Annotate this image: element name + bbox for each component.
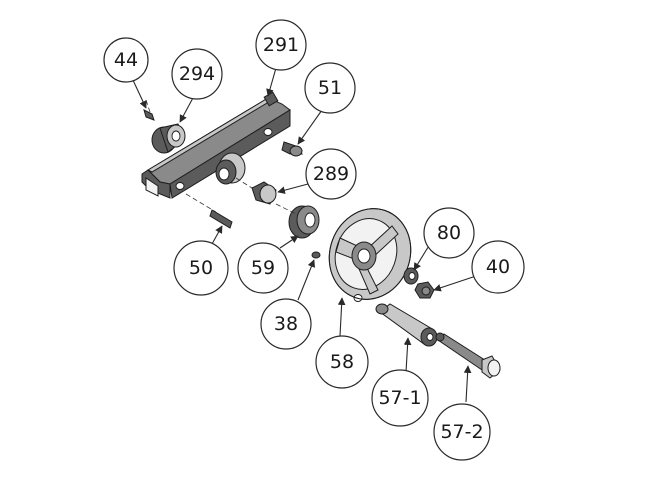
callout-label: 80 [437, 222, 461, 244]
callout-44: 44 [103, 37, 149, 83]
callout-label: 51 [318, 77, 342, 99]
part-80-washer [403, 267, 419, 285]
parts-illustration [141, 91, 501, 379]
callout-label: 50 [189, 257, 213, 279]
callout-59: 59 [237, 242, 289, 294]
callout-291: 291 [255, 19, 307, 71]
callout-40: 40 [471, 240, 525, 294]
callout-label: 58 [330, 351, 354, 373]
callout-57-2: 57-2 [433, 403, 491, 461]
callout-label: 44 [114, 49, 138, 71]
callout-label: 289 [313, 163, 349, 185]
callout-label: 57-2 [440, 421, 483, 443]
callout-label: 59 [251, 257, 275, 279]
part-289-bushing [235, 177, 277, 205]
leader-lines [131, 67, 477, 403]
callout-38: 38 [260, 298, 312, 350]
callout-51: 51 [304, 62, 356, 114]
callout-label: 291 [263, 34, 299, 56]
part-51-screw [281, 141, 303, 157]
callout-294: 294 [171, 48, 223, 100]
callout-57-1: 57-1 [371, 369, 429, 427]
part-291-bracket [141, 91, 291, 199]
part-58-handwheel [328, 208, 412, 302]
part-38-pin [311, 251, 321, 259]
part-57-1-sleeve [375, 303, 438, 347]
callout-58: 58 [315, 335, 369, 389]
callout-50: 50 [173, 240, 229, 296]
part-294-bushing [151, 123, 186, 154]
callout-label: 57-1 [378, 387, 421, 409]
callout-label: 294 [179, 63, 215, 85]
part-40-nut [414, 281, 435, 299]
callout-289: 289 [305, 148, 357, 200]
callout-80: 80 [423, 207, 475, 259]
callout-label: 40 [486, 256, 510, 278]
part-44-screw [143, 99, 155, 121]
part-59-spacer [275, 203, 320, 239]
part-57-2-shaft [435, 332, 501, 379]
part-50-pin [185, 193, 233, 229]
callout-label: 38 [274, 313, 298, 335]
